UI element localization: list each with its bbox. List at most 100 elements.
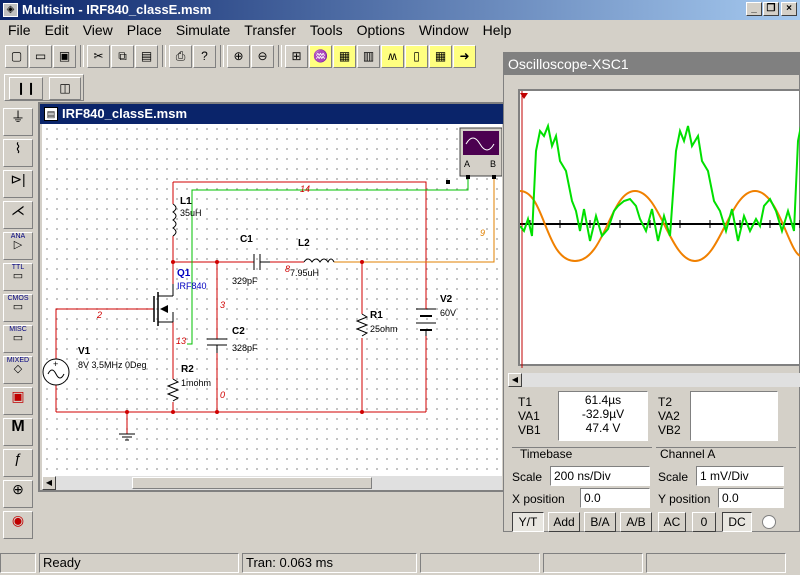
scope-pin-a-label: A — [464, 159, 471, 169]
timebase-scale-field[interactable]: 200 ns/Div — [550, 466, 650, 486]
readout2-labels: T2 VA2 VB2 — [658, 395, 681, 437]
close-button[interactable]: × — [781, 2, 797, 16]
net-label: 8 — [285, 264, 291, 274]
schematic-hscrollbar[interactable]: ◀ — [42, 476, 502, 490]
hierarchy-icon[interactable]: ⊞ — [285, 44, 308, 68]
scroll-left-icon[interactable]: ◀ — [42, 476, 56, 490]
scope-scroll-left-icon[interactable]: ◀ — [508, 373, 522, 387]
menu-file[interactable]: File — [8, 22, 31, 38]
schematic-canvas[interactable]: + A B 14 9 8 3 2 13 0 L1 35uH C1 329pF L… — [42, 124, 502, 476]
x-position-field[interactable]: 0.0 — [580, 488, 650, 508]
q1-value: IRF840 — [177, 281, 207, 291]
q1-ref: Q1 — [177, 268, 191, 279]
waveform-display — [520, 91, 800, 368]
cmos-icon[interactable]: CMOS▭ — [3, 294, 33, 322]
net-label: 13 — [176, 336, 187, 346]
status-bar: Ready Tran: 0.063 ms — [0, 551, 800, 575]
grapher-icon[interactable]: ▦ — [333, 44, 356, 68]
channel-a-scale-field[interactable]: 1 mV/Div — [696, 466, 784, 486]
postprocessor-icon[interactable]: ▥ — [357, 44, 380, 68]
minimize-button[interactable]: _ — [746, 2, 762, 16]
menu-edit[interactable]: Edit — [44, 22, 69, 38]
ac-coupling-button[interactable]: AC — [658, 512, 686, 532]
indicator-icon[interactable]: ▣ — [3, 387, 33, 415]
pause-icon[interactable]: ❙❙ — [9, 77, 43, 100]
multisim-app-icon[interactable]: ◈ — [3, 3, 18, 17]
menu-tools[interactable]: Tools — [309, 22, 343, 38]
mixed-icon[interactable]: MIXED◇ — [3, 356, 33, 384]
restore-button[interactable]: ❐ — [763, 2, 779, 16]
secondary-toolbar: ❙❙ ◫ — [4, 74, 84, 101]
electromechanical-icon[interactable]: ◉ — [3, 511, 33, 539]
menu-place[interactable]: Place — [126, 22, 162, 38]
misc-m-icon[interactable]: M — [3, 418, 33, 446]
schematic-title-bar: IRF840_classE.msm — [40, 104, 504, 124]
help-icon[interactable]: ? — [193, 44, 216, 68]
menu-view[interactable]: View — [82, 22, 113, 38]
channel-b-trace — [520, 189, 800, 263]
net-label: 9 — [480, 228, 486, 238]
l2-ref: L2 — [298, 238, 310, 249]
menu-transfer[interactable]: Transfer — [244, 22, 296, 38]
vb2-label: VB2 — [658, 423, 681, 437]
ttl-icon[interactable]: TTL▭ — [3, 263, 33, 291]
ba-button[interactable]: B/A — [584, 512, 616, 532]
oscilloscope-window: Oscilloscope-XSC1 ◀ T1 VA1 VB1 61.4µs -3… — [503, 52, 800, 532]
cut-icon[interactable]: ✂ — [87, 44, 110, 68]
paste-icon[interactable]: ▤ — [135, 44, 158, 68]
invert-radio-icon[interactable] — [762, 515, 776, 529]
component-wizard-icon[interactable]: ▯ — [405, 44, 428, 68]
t1-label: T1 — [518, 395, 533, 409]
y-position-field[interactable]: 0.0 — [718, 488, 784, 508]
y-position-label: Y position — [658, 492, 711, 506]
v2-ref: V2 — [440, 294, 453, 305]
zoom-out-icon[interactable]: ⊖ — [251, 44, 274, 68]
waveform-icon[interactable]: ʍ — [381, 44, 404, 68]
toolbar-separator — [278, 45, 282, 67]
diode-icon[interactable]: ⊳| — [3, 170, 33, 198]
analog-ana-icon[interactable]: ANA▷ — [3, 232, 33, 260]
v1-ref: V1 — [78, 346, 91, 357]
zero-coupling-button[interactable]: 0 — [692, 512, 716, 532]
t2-label: T2 — [658, 395, 673, 409]
schematic-title: IRF840_classE.msm — [62, 106, 188, 121]
analysis-icon[interactable]: ♒ — [309, 44, 332, 68]
menu-help[interactable]: Help — [482, 22, 512, 38]
transistor-icon[interactable]: ⋌ — [3, 201, 33, 229]
schematic-window: IRF840_classE.msm ▤ — [38, 102, 506, 492]
function-icon[interactable]: ƒ — [3, 449, 33, 477]
toolbar-separator — [80, 45, 84, 67]
svg-text:+: + — [53, 359, 58, 369]
menu-window[interactable]: Window — [418, 22, 469, 38]
transfer-arrow-icon[interactable]: ➜ — [453, 44, 476, 68]
toolbar-separator — [220, 45, 224, 67]
save-icon[interactable]: ▣ — [53, 44, 76, 68]
channel-a-group: Channel A Scale 1 mV/Div Y position 0.0 … — [656, 447, 796, 533]
yt-button[interactable]: Y/T — [512, 512, 544, 532]
dc-coupling-button[interactable]: DC — [722, 512, 752, 532]
copy-icon[interactable]: ⧉ — [111, 44, 134, 68]
misc-digital-icon[interactable]: MISC▭ — [3, 325, 33, 353]
scroll-thumb[interactable] — [132, 477, 372, 489]
app-title-bar: Multisim - IRF840_classE.msm — [0, 0, 800, 20]
menu-simulate[interactable]: Simulate — [175, 22, 231, 38]
net-label: 14 — [300, 184, 311, 194]
run-switch-icon[interactable]: ◫ — [49, 77, 81, 100]
main-toolbar: ▢ ▭ ▣ ✂ ⧉ ▤ ⎙ ? ⊕ ⊖ ⊞ ♒ ▦ ▥ ʍ ▯ ▦ ➜ — [2, 42, 480, 70]
menu-options[interactable]: Options — [356, 22, 405, 38]
add-button[interactable]: Add — [548, 512, 580, 532]
rf-globe-icon[interactable]: ⊕ — [3, 480, 33, 508]
status-state: Ready — [39, 553, 239, 573]
new-file-icon[interactable]: ▢ — [5, 44, 28, 68]
open-folder-icon[interactable]: ▭ — [29, 44, 52, 68]
ab-button[interactable]: A/B — [620, 512, 652, 532]
zoom-in-icon[interactable]: ⊕ — [227, 44, 250, 68]
timebase-header: Timebase — [520, 447, 573, 461]
database-icon[interactable]: ▦ — [429, 44, 452, 68]
resistor-basic-icon[interactable]: ⌇ — [3, 139, 33, 167]
scope-hscrollbar[interactable] — [522, 373, 800, 387]
ground-source-icon[interactable]: ⏚ — [3, 108, 33, 136]
oscilloscope-screen[interactable] — [518, 89, 800, 368]
print-icon[interactable]: ⎙ — [169, 44, 192, 68]
v2-value: 60V — [440, 308, 457, 318]
